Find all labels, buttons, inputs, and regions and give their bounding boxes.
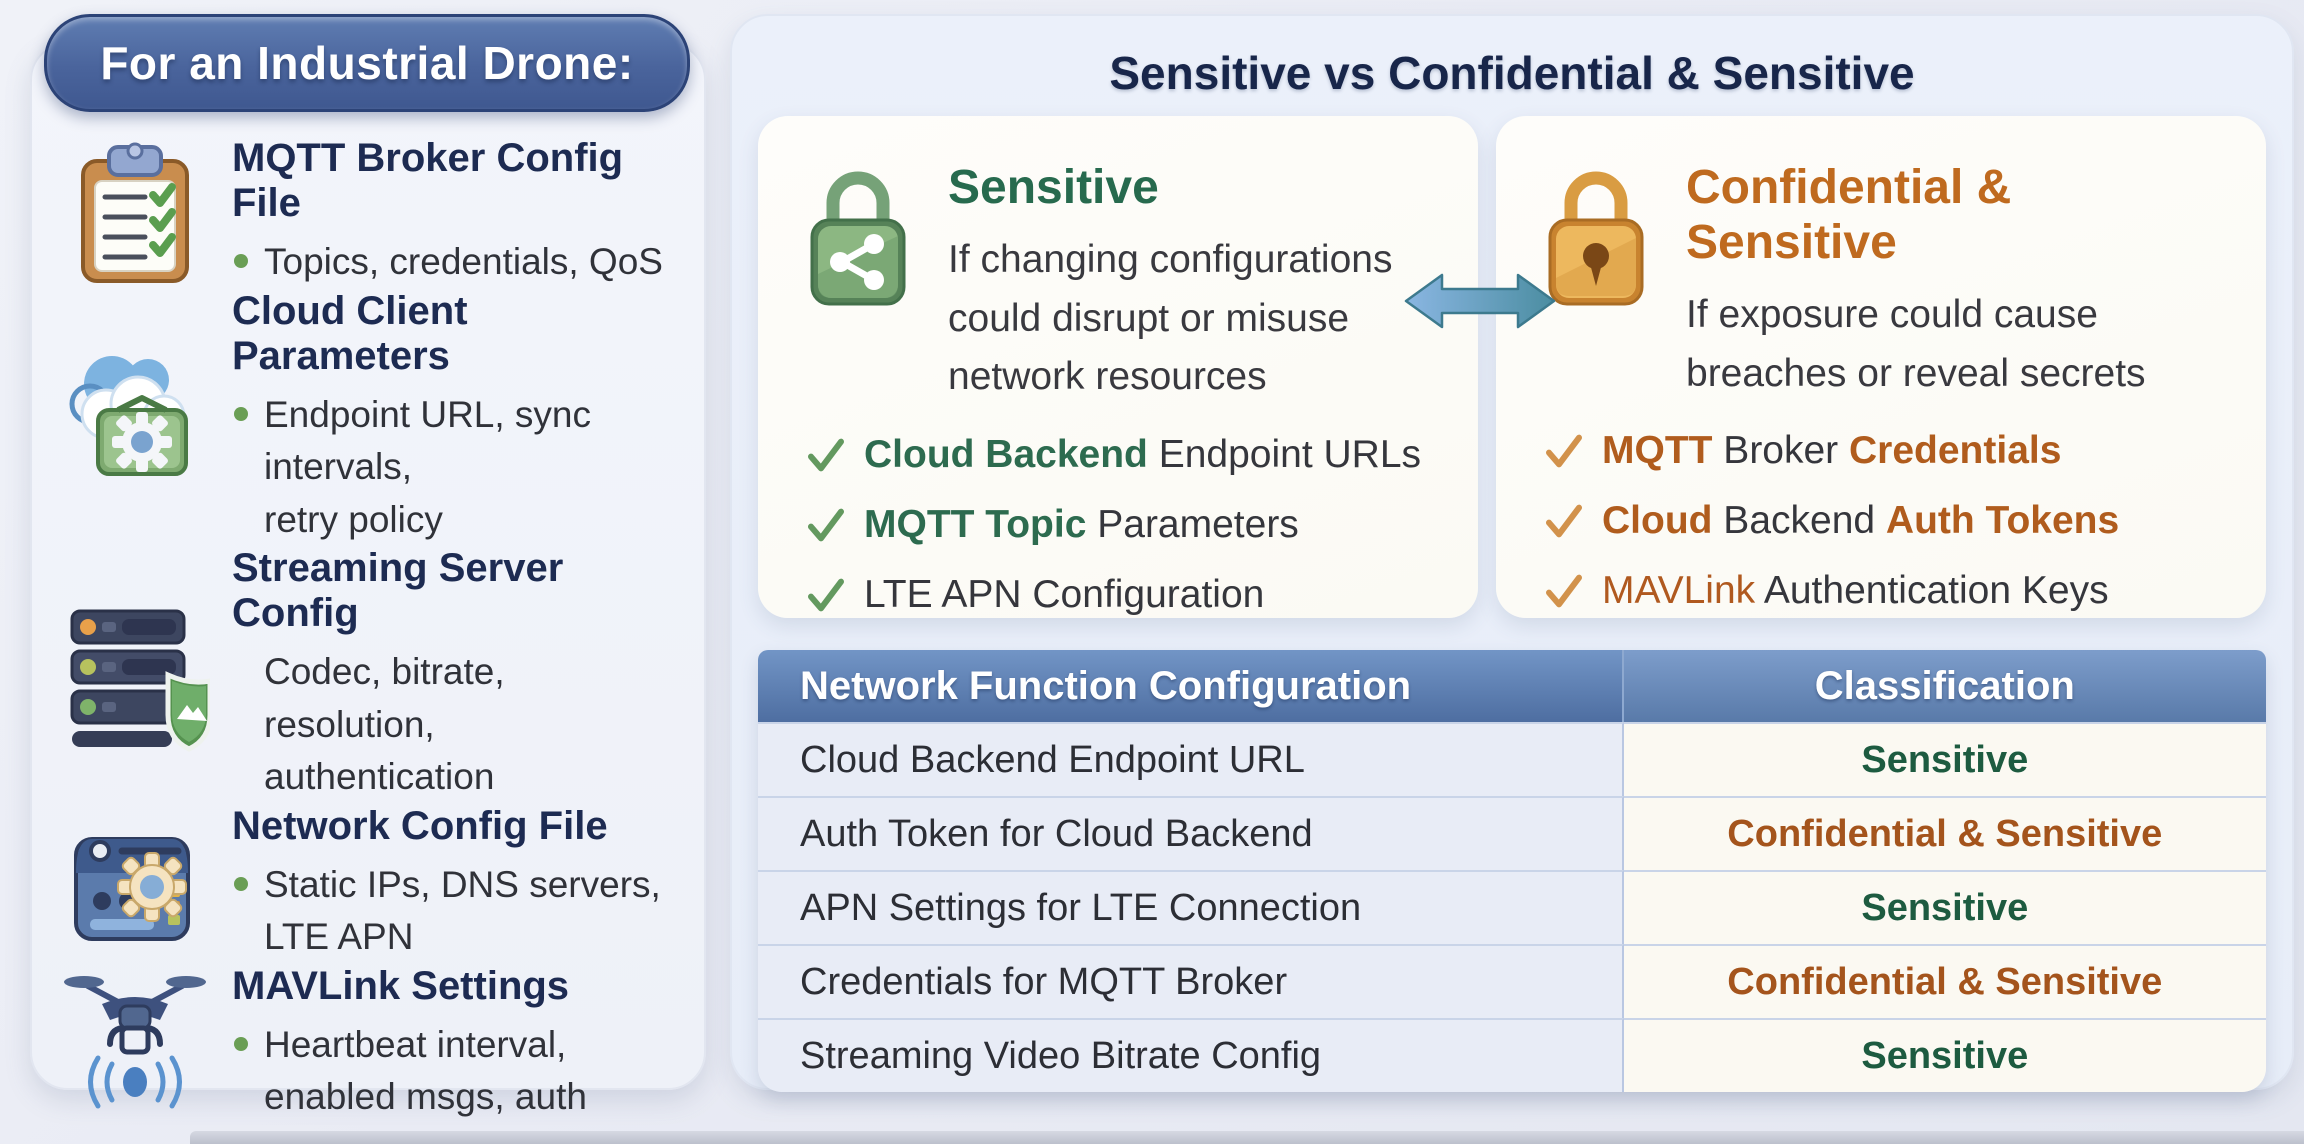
item-title: Streaming Server Config [232,546,564,636]
item-bullet: Heartbeat interval, enabled msgs, auth [232,1019,587,1124]
orange-padlock-icon [1536,158,1656,403]
card-description: If exposure could cause breaches or reve… [1686,293,2146,395]
table-cell-classification: Confidential & Sensitive [1623,796,2266,870]
table-cell-classification: Sensitive [1623,1018,2266,1092]
item-title: MAVLink Settings [232,963,570,1008]
bullet-dot [234,254,248,268]
table-cell-config: APN Settings for LTE Connection [758,870,1624,944]
green-padlock-share-icon [798,158,918,407]
list-item-mavlink-settings: MAVLink Settings Heartbeat interval, ena… [60,964,682,1124]
double-arrow-icon [1400,268,1560,339]
check-icon [808,578,844,611]
classification-table: Network Function Configuration Classific… [758,650,2266,1092]
classification-cards: Sensitive If changing configurations cou… [758,116,2266,618]
clipboard-checklist-icon [60,137,210,287]
table-cell-config: Credentials for MQTT Broker [758,944,1624,1018]
card-title: Confidential & Sensitive [1686,161,2012,269]
table-cell-classification: Sensitive [1623,870,2266,944]
item-title: MQTT Broker Config File [232,136,624,225]
item-bullet: Topics, credentials, QoS [232,236,682,289]
checklist-item: LTE APN Configuration [806,573,1438,617]
drone-signal-icon [60,964,210,1124]
card-description: If changing configurations could disrupt… [948,238,1393,398]
table-cell-config: Streaming Video Bitrate Config [758,1018,1624,1092]
config-item-list: MQTT Broker Config File Topics, credenti… [60,136,682,1117]
card-header: Confidential & Sensitive If exposure cou… [1536,158,2226,403]
table-cell-config: Cloud Backend Endpoint URL [758,722,1624,796]
router-gear-icon [60,809,210,959]
bullet-dot [234,406,248,421]
confidential-checklist: MQTT Broker Credentials Cloud Backend Au… [1536,429,2226,613]
item-bullet: Codec, bitrate, resolution, authenticati… [264,651,505,798]
list-item-cloud-client-parameters: Cloud Client Parameters Endpoint URL, sy… [60,289,682,547]
table-header-classification: Classification [1623,650,2266,722]
check-icon [1546,434,1582,468]
industrial-drone-panel: MQTT Broker Config File Topics, credenti… [30,42,706,1117]
bullet-dot [234,876,248,891]
checklist-item: Cloud Backend Auth Tokens [1544,499,2226,543]
classification-panel: Sensitive vs Confidential & Sensitive [730,14,2294,1092]
table-cell-classification: Confidential & Sensitive [1623,944,2266,1018]
list-item-mqtt-broker-config: MQTT Broker Config File Topics, credenti… [60,136,682,289]
item-bullet: Static IPs, DNS servers, LTE APN [232,859,661,964]
item-title: Network Config File [232,803,608,848]
checklist-item: MQTT Topic Parameters [806,503,1438,547]
check-icon [1546,574,1582,608]
bottom-edge-strip [190,1131,2304,1144]
list-item-network-config-file: Network Config File Static IPs, DNS serv… [60,804,682,964]
item-title: Cloud Client Parameters [232,288,468,378]
table-cell-classification: Sensitive [1623,722,2266,796]
table-header-config: Network Function Configuration [758,650,1624,722]
sensitive-checklist: Cloud Backend Endpoint URLs MQTT Topic P… [798,433,1438,617]
check-icon [808,508,844,541]
server-shield-icon [60,597,210,753]
page-title: Sensitive vs Confidential & Sensitive [1109,47,1915,99]
card-header: Sensitive If changing configurations cou… [798,158,1438,407]
panel-header-label: For an Industrial Drone: [100,37,634,89]
panel-header-pill: For an Industrial Drone: [44,14,690,112]
cloud-gear-icon [60,342,210,492]
check-icon [1546,504,1582,538]
card-title: Sensitive [948,161,1159,214]
checklist-item: MAVLink Authentication Keys [1544,569,2226,613]
check-icon [808,438,844,471]
checklist-item: Cloud Backend Endpoint URLs [806,433,1438,477]
table-cell-config: Auth Token for Cloud Backend [758,796,1624,870]
list-item-streaming-server-config: Streaming Server Config Codec, bitrate, … [60,546,682,804]
checklist-item: MQTT Broker Credentials [1544,429,2226,473]
bullet-dot [234,1036,248,1051]
item-bullet: Endpoint URL, sync intervals, retry poli… [232,389,682,547]
confidential-sensitive-card: Confidential & Sensitive If exposure cou… [1496,116,2266,618]
sensitive-card: Sensitive If changing configurations cou… [758,116,1478,618]
